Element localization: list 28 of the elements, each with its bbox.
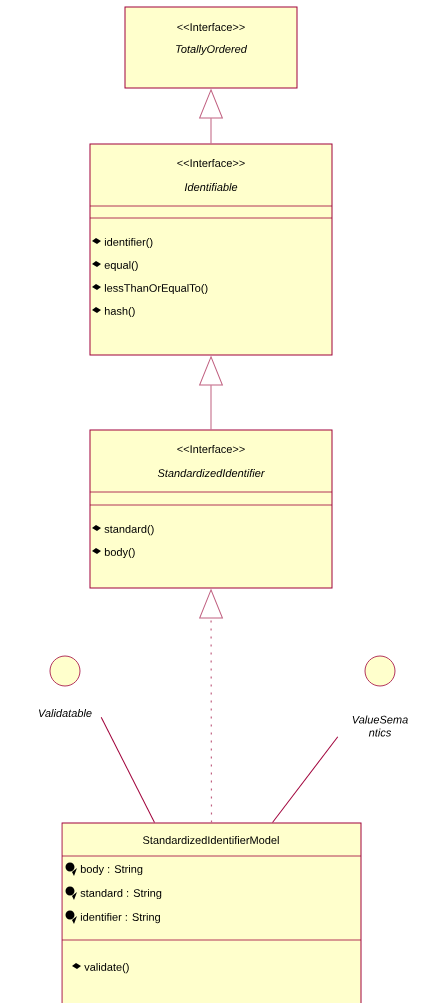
- operation-text: lessThanOrEqualTo(): [104, 283, 208, 295]
- interface-name: Identifiable: [184, 182, 238, 192]
- attribute-text: identifier : String: [80, 912, 160, 924]
- realization-arrow: [199, 589, 223, 824]
- interface-name: Validatable: [38, 708, 92, 718]
- operation-text: validate(): [84, 962, 129, 974]
- operation-text: body(): [104, 547, 135, 559]
- stereotype-label: <<Interface>>: [177, 23, 245, 32]
- attribute-text: body : String: [80, 864, 143, 876]
- operation-text: hash(): [104, 306, 135, 318]
- connector-line: [272, 736, 339, 823]
- class-box: [89, 143, 333, 356]
- stereotype-label: <<Interface>>: [177, 445, 245, 454]
- realization-arrow: [199, 356, 223, 430]
- operation-text: identifier(): [104, 237, 153, 249]
- operation-text: equal(): [104, 260, 138, 272]
- interface-name: StandardizedIdentifier: [157, 468, 265, 478]
- class-name: StandardizedIdentifierModel: [143, 835, 279, 845]
- interface-name: ValueSema ntics: [352, 715, 408, 737]
- operation-text: standard(): [104, 524, 154, 536]
- class-box: [61, 822, 362, 1003]
- class-box: [124, 6, 298, 89]
- class-box: [89, 429, 333, 589]
- interface-name: TotallyOrdered: [176, 44, 248, 56]
- connector-line: [100, 716, 155, 823]
- stereotype-label: <<Interface>>: [177, 159, 245, 168]
- attribute-text: standard : String: [80, 888, 162, 900]
- realization-arrow: [199, 89, 223, 144]
